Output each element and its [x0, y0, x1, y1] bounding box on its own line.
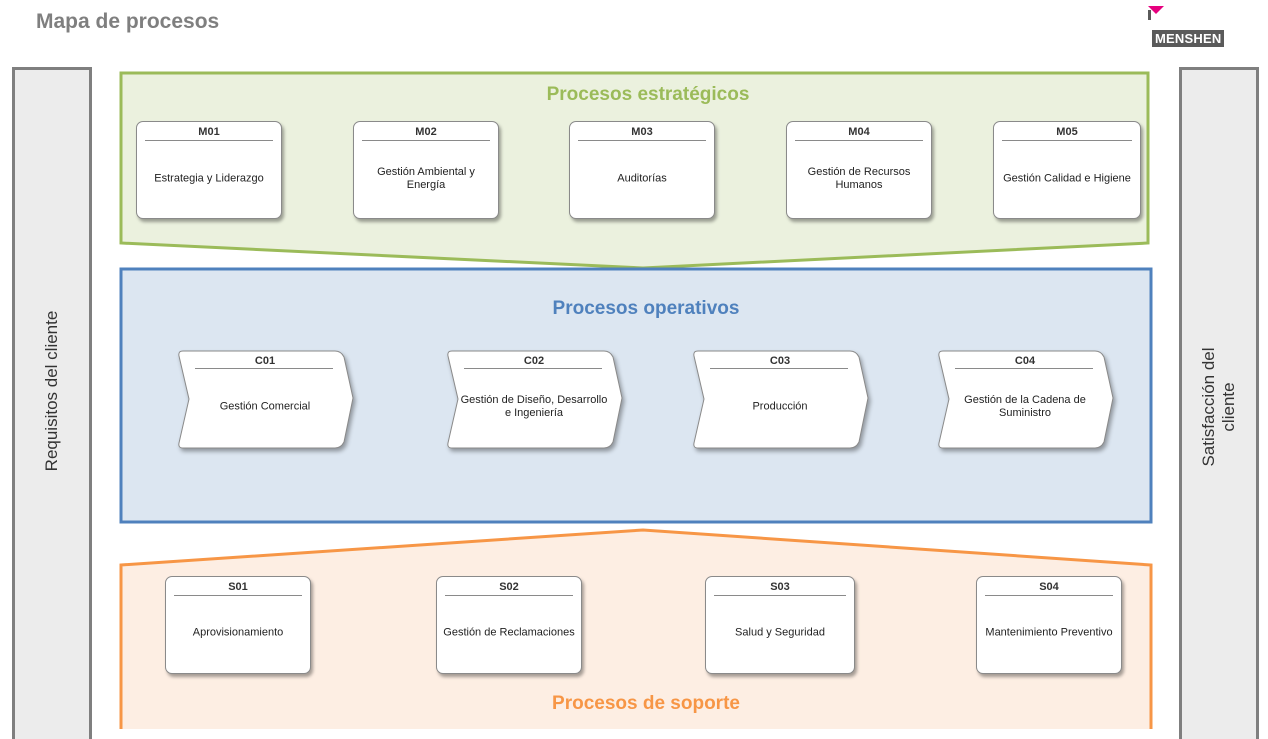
process-code: M05: [1056, 126, 1078, 138]
customer-satisfaction-bar: Satisfacción del cliente: [1179, 67, 1259, 739]
process-card-m02[interactable]: M02 Gestión Ambiental y Energía: [353, 121, 499, 219]
process-label: Gestión de Reclamaciones: [443, 626, 575, 639]
process-code: S02: [499, 581, 519, 593]
card-divider: [1002, 140, 1132, 141]
process-card-m05[interactable]: M05 Gestión Calidad e Higiene: [993, 121, 1141, 219]
card-divider: [445, 595, 573, 596]
process-code: M01: [198, 126, 220, 138]
process-code: C02: [523, 355, 545, 367]
process-code: S03: [770, 581, 790, 593]
process-card-s04[interactable]: S04 Mantenimiento Preventivo: [976, 576, 1122, 674]
process-card-s02[interactable]: S02 Gestión de Reclamaciones: [436, 576, 582, 674]
process-card-m04[interactable]: M04 Gestión de Recursos Humanos: [786, 121, 932, 219]
process-code: C01: [254, 355, 276, 367]
strategic-title: Procesos estratégicos: [546, 84, 750, 105]
customer-requirements-bar: Requisitos del cliente: [12, 67, 92, 739]
process-label: Gestión Calidad e Higiene: [1003, 172, 1131, 185]
process-label: Gestión de Diseño, Desarrollo e Ingenier…: [460, 394, 608, 419]
chevron-divider: [710, 368, 848, 369]
process-label: Gestión Comercial: [219, 400, 311, 413]
logo-mark-icon: [1148, 6, 1164, 20]
page-title: Mapa de procesos: [36, 10, 220, 33]
process-code: M02: [415, 126, 437, 138]
card-divider: [795, 140, 923, 141]
chevron-divider: [955, 368, 1093, 369]
process-label: Auditorías: [617, 172, 667, 185]
process-code: M04: [848, 126, 870, 138]
process-chevron-c04[interactable]: C04 Gestión de la Cadena de Suministro: [935, 348, 1115, 451]
chevron-shape: [447, 350, 623, 449]
process-label: Producción: [752, 400, 808, 413]
chevron-divider: [464, 368, 602, 369]
logo-text: MENSHEN: [1152, 30, 1225, 47]
process-card-m01[interactable]: M01 Estrategia y Liderazgo: [136, 121, 282, 219]
process-label: Salud y Seguridad: [735, 626, 825, 639]
process-card-s01[interactable]: S01 Aprovisionamiento: [165, 576, 311, 674]
process-label: Gestión Ambiental y Energía: [377, 166, 475, 191]
process-code: S01: [228, 581, 248, 593]
support-band: [119, 528, 1153, 729]
chevron-shape: [693, 350, 869, 449]
process-code: M03: [631, 126, 653, 138]
chevron-shape: [178, 350, 354, 449]
card-divider: [578, 140, 706, 141]
process-card-s03[interactable]: S03 Salud y Seguridad: [705, 576, 855, 674]
process-card-m03[interactable]: M03 Auditorías: [569, 121, 715, 219]
card-divider: [174, 595, 302, 596]
card-divider: [714, 595, 846, 596]
card-divider: [145, 140, 273, 141]
process-label: Aprovisionamiento: [192, 626, 284, 639]
process-chevron-c02[interactable]: C02 Gestión de Diseño, Desarrollo e Inge…: [444, 348, 624, 451]
process-label: Gestión de la Cadena de Suministro: [964, 394, 1086, 419]
chevron-divider: [195, 368, 333, 369]
process-code: S04: [1039, 581, 1059, 593]
process-code: C03: [769, 355, 791, 367]
menshen-logo: MENSHEN: [1148, 6, 1258, 47]
process-label: Mantenimiento Preventivo: [985, 626, 1113, 639]
process-code: C04: [1014, 355, 1036, 367]
process-label: Gestión de Recursos Humanos: [807, 166, 911, 191]
support-title: Procesos de soporte: [552, 693, 740, 714]
card-divider: [362, 140, 490, 141]
process-chevron-c03[interactable]: C03 Producción: [690, 348, 870, 451]
operational-title: Procesos operativos: [552, 298, 740, 319]
card-divider: [985, 595, 1113, 596]
chevron-shape: [938, 350, 1114, 449]
process-chevron-c01[interactable]: C01 Gestión Comercial: [175, 348, 355, 451]
process-label: Estrategia y Liderazgo: [154, 172, 264, 185]
